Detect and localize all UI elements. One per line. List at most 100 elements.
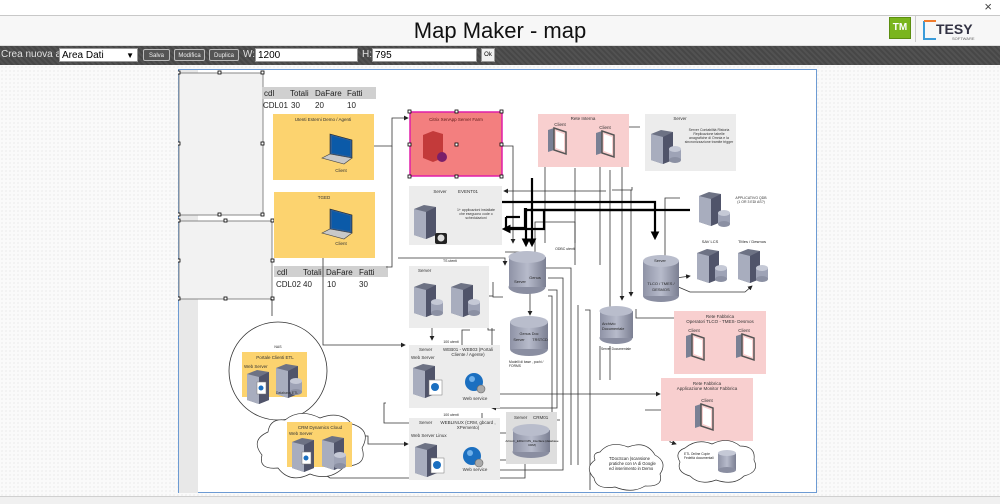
ok-button[interactable]: Ok [481,48,495,62]
group-citrix[interactable]: Citrix XenApp Server Farm [407,109,504,179]
table1-header-dafare: DaFare [315,89,342,98]
table2-header-fatti: Fatti [359,268,375,277]
table2-header-dafare: DaFare [326,268,353,277]
rete-interna-title: Rete Interna [571,116,596,121]
area-type-select[interactable]: Area Dati ▼ [59,48,138,62]
rete-fabbrica-1-client2-label: Client [738,328,750,333]
group-crm01[interactable]: Server CRM01 Articoli _ERGO MS_Interface… [503,412,561,464]
crm01-name: CRM01 [533,415,549,420]
genus-server-odbc-label: ODBC utenti [555,247,575,251]
group-web01[interactable]: 100 utenti Server WEB01 - WEB03 (Portali… [409,340,500,408]
tesy-logo: TESY SOFTWARE [923,20,975,41]
nas-portal-title: Portale Clienti ETL [256,355,294,360]
table2-header-totali: Totali [303,268,322,277]
genus-doc-line3: TRSTCD [532,338,548,342]
tlco-server-database[interactable]: Server TLCO / TMES / DESMOS [643,255,679,302]
app-header: Map Maker - map [0,16,1000,46]
rete-fabbrica-2-subtitle: Applicazione Monitor Fabbrica [677,386,738,391]
genus-server-line2: Server [514,279,526,284]
server-contabilita-desc: Server Contabilità Ristoria Replicazione… [684,128,734,144]
web01-web-service: Web service [463,396,488,401]
selected-area-1[interactable] [178,72,264,216]
rete-fabbrica-2-title: Rete Fabbrica [693,381,722,386]
sav-lcs-title: SAV LCS [702,239,719,244]
utenti-esterni-client-label: Client [335,168,347,173]
group-applicativo[interactable]: APPLICATIVO QDB (1 OR 3 EDI AS?) [699,192,768,227]
rete-fabbrica-1-subtitle: Operatori TLCO - TMES- Desmos [686,319,754,324]
table2-cell-dafare: 10 [327,280,336,289]
group-rete-fabbrica-operatori[interactable]: Rete Fabbrica Operatori TLCO - TMES- Des… [674,311,766,374]
height-input[interactable]: 795 [372,48,477,62]
thick-connector-lines [501,178,690,248]
citrix-badge-icon [437,152,447,162]
genus-doc-line2: Server [513,338,525,342]
data-table-cdl01: cdl Totali DaFare Fatti CDL01 30 20 10 [262,87,376,110]
edit-button[interactable]: Modifica [174,49,205,61]
chevron-down-icon: ▼ [126,51,134,60]
rete-fabbrica-1-title: Rete Fabbrica [706,314,735,319]
group-server-contabilita[interactable]: Server Server Contabilità Ristoria Repli… [645,114,736,171]
genus-doc-line1: Genus Doc [520,332,539,336]
etl-cloud-desc: ETL Online Copie Fedeltà documentali [684,452,714,460]
group-crm-dynamics-cloud[interactable]: CRM Dynamics Cloud Web Server [256,413,366,479]
server-pair-title: Server [418,268,432,273]
close-icon[interactable]: × [984,0,992,14]
selection-handles[interactable] [178,70,275,301]
height-label: H: [362,49,372,60]
weblinux-web-service: Web service [463,467,488,472]
group-tmes-desmos[interactable]: TMes / Desmos [738,239,768,283]
selected-area-2[interactable] [178,220,273,300]
group-rete-interna[interactable]: Rete Interna Client Client [538,114,629,167]
weblinux-label: 100 utenti [443,413,459,417]
table2-cell-cdl: CDL02 [276,280,301,289]
group-tged[interactable]: TGED Client [274,192,375,258]
rete-interna-client2-label: Client [599,125,611,130]
genus-server-database[interactable]: Genus Server ODBC utenti [508,247,576,294]
web01-title: Server [419,347,433,352]
database-icon [334,452,346,469]
map-canvas[interactable]: cdl Totali DaFare Fatti CDL01 30 20 10 c… [178,69,817,493]
genus-doc-caption: Modelli di base , pochi / FORMS [509,360,544,368]
server-icon [699,192,721,226]
web01-name: WEB01 - WEB03 (Portali Cliente / Agente) [442,347,493,357]
tdocscan-desc: TDocScan (scansione pratiche con IA di G… [609,456,656,471]
tlco-server-line2: TLCO / TMES / [647,281,675,286]
event01-desc: 1+ applicazioni installate che eseguono … [456,208,496,220]
group-weblinux[interactable]: 100 utenti Server WEBLINUX (CRM, gbcard … [409,413,500,480]
group-sav-lcs[interactable]: SAV LCS [697,239,727,283]
database-icon [718,210,730,227]
window-titlebar: × [0,0,1000,16]
crm-dynamics-web-server: Web Server [289,431,313,436]
table1-cell-dafare: 20 [315,101,324,110]
database-icon [756,265,768,282]
table2-cell-fatti: 30 [359,280,368,289]
tlco-server-line1: Server [654,258,666,263]
group-nas[interactable]: NAS Portale Clienti ETL Web Server Datab… [228,321,328,421]
archivio-line1: Archivio [602,322,616,326]
group-server-pair[interactable]: Server TS utenti [409,259,489,328]
web01-web-server: Web Server [411,355,435,360]
database-icon [431,299,443,316]
group-event01[interactable]: Server EVENT01 1+ applicazioni installat… [409,186,502,245]
genus-doc-database[interactable]: Genus Doc Server TRSTCD Modelli di base … [509,316,553,372]
group-tdocscan-cloud[interactable]: TDocScan (scansione pratiche con IA di G… [588,444,664,491]
database-icon [669,146,681,163]
tesy-logo-subtext: SOFTWARE [952,36,975,41]
group-etl-cloud[interactable]: ETL Online Copie Fedeltà documentali [677,440,756,483]
archivio-documentale-database[interactable]: Archivio Documentale Server Documentale [599,306,634,351]
network-diagram: cdl Totali DaFare Fatti CDL01 30 20 10 c… [178,70,768,493]
group-utenti-esterni[interactable]: Utenti Esterni Demo / Agenti Client [273,114,374,180]
table1-cell-fatti: 10 [347,101,356,110]
database-icon [718,453,736,470]
duplicate-button[interactable]: Duplica [209,49,239,61]
width-input[interactable]: 1200 [255,48,358,62]
crm01-title: Server [514,415,528,420]
weblinux-title: Server [419,420,433,425]
data-table-cdl02: cdl Totali DaFare Fatti CDL02 40 10 30 [274,266,388,289]
table1-header-fatti: Fatti [347,89,363,98]
table1-cell-totali: 30 [291,101,300,110]
weblinux-web-server: Web Server Linux [411,433,447,438]
group-rete-fabbrica-monitor[interactable]: Rete Fabbrica Applicazione Monitor Fabbr… [661,378,753,441]
save-button[interactable]: Salva [143,49,170,61]
tm-logo: TM [889,17,911,39]
